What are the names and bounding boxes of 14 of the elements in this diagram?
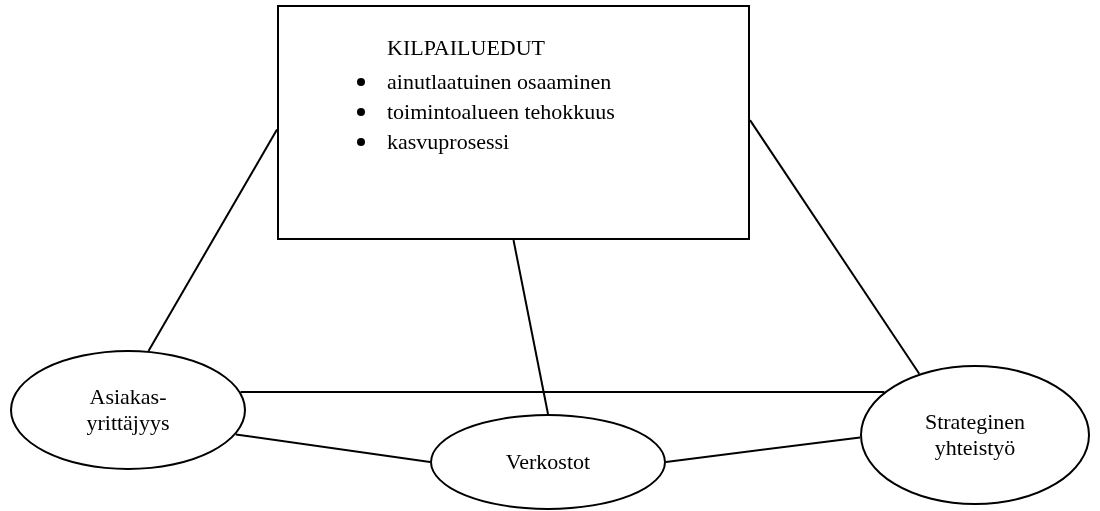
connector-line [665, 436, 862, 463]
connector-line [234, 433, 431, 463]
text-box [277, 5, 750, 240]
box-heading: KILPAILUEDUT [387, 35, 547, 61]
list-item: toimintoalueen tehokkuus [387, 98, 615, 126]
connector-line [147, 128, 278, 352]
list-item: ainutlaatuinen osaaminen [387, 68, 612, 96]
node-label: Asiakas- yrittäjyys [85, 384, 171, 436]
node-label: Verkostot [504, 449, 592, 475]
connector-line [512, 239, 549, 415]
connector-line [239, 390, 886, 393]
node-label: Strateginen yhteistyö [923, 409, 1027, 461]
connector-line [749, 119, 921, 375]
list-item: kasvuprosessi [387, 128, 510, 156]
